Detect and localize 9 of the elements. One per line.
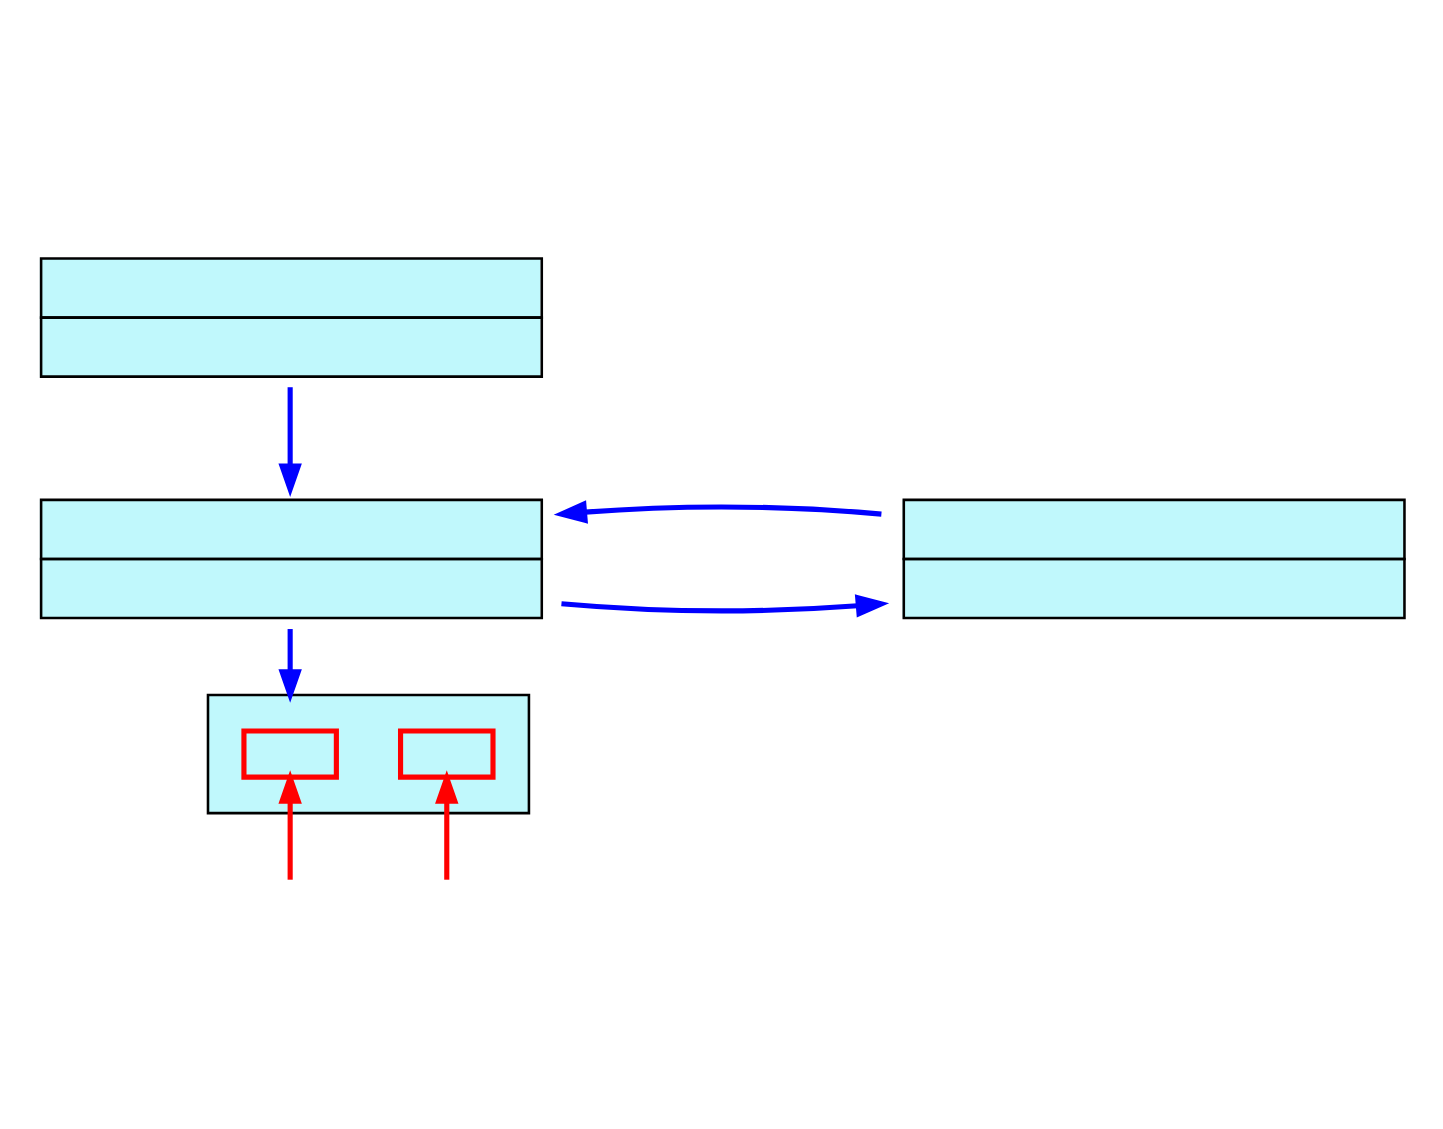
arrow [278, 386, 302, 497]
arrow [435, 769, 459, 880]
node-box [241, 727, 339, 780]
arrow [561, 593, 890, 618]
arrow [278, 628, 302, 703]
arrow [553, 499, 882, 524]
cluster [206, 693, 531, 814]
arrow [278, 769, 302, 880]
node-box [398, 727, 496, 780]
